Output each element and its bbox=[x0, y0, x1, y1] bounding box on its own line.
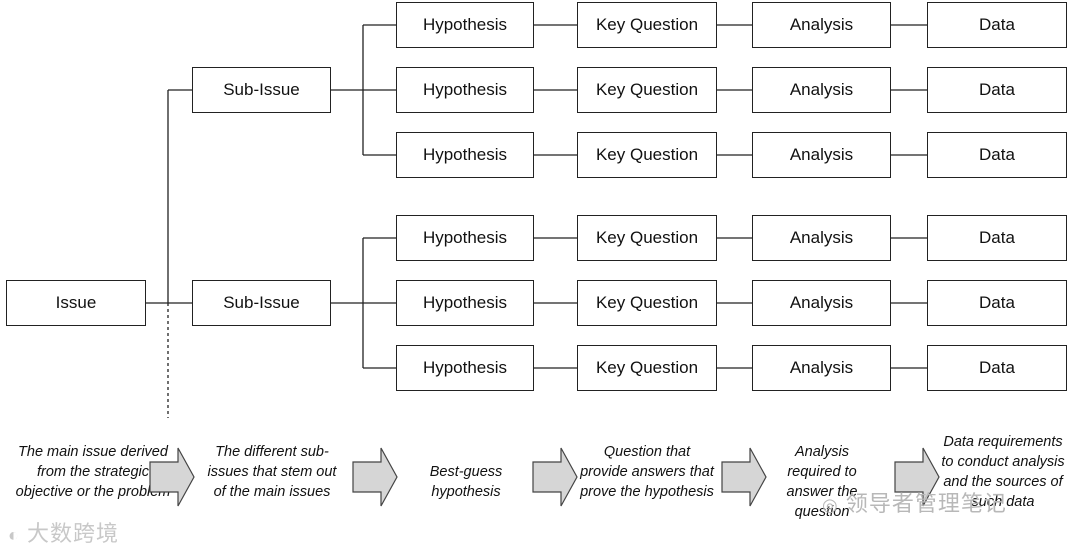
sub-issue-box-1: Sub-Issue bbox=[192, 67, 331, 113]
data-box: Data bbox=[927, 345, 1067, 391]
key-question-label: Key Question bbox=[595, 228, 699, 247]
right-arrow-icon bbox=[532, 447, 578, 507]
hypothesis-box: Hypothesis bbox=[396, 67, 534, 113]
issue-label: Issue bbox=[55, 293, 97, 312]
data-box: Data bbox=[927, 280, 1067, 326]
data-box: Data bbox=[927, 215, 1067, 261]
data-box: Data bbox=[927, 132, 1067, 178]
data-label: Data bbox=[979, 15, 1015, 34]
key-question-box: Key Question bbox=[577, 2, 717, 48]
caption-key-question: Question that provide answers that prove… bbox=[580, 444, 714, 500]
key-question-box: Key Question bbox=[577, 280, 717, 326]
key-question-label: Key Question bbox=[595, 80, 699, 99]
hypothesis-label: Hypothesis bbox=[422, 228, 508, 247]
watermark-logo-icon: ◐ bbox=[8, 525, 20, 545]
analysis-box: Analysis bbox=[752, 345, 891, 391]
key-question-label: Key Question bbox=[595, 293, 699, 312]
analysis-label: Analysis bbox=[789, 293, 854, 312]
key-question-box: Key Question bbox=[577, 345, 717, 391]
right-arrow-icon bbox=[352, 447, 398, 507]
hypothesis-box: Hypothesis bbox=[396, 132, 534, 178]
data-label: Data bbox=[979, 145, 1015, 164]
hypothesis-box: Hypothesis bbox=[396, 345, 534, 391]
wechat-icon: ◎ bbox=[822, 495, 839, 515]
analysis-label: Analysis bbox=[789, 15, 854, 34]
analysis-box: Analysis bbox=[752, 67, 891, 113]
analysis-box: Analysis bbox=[752, 280, 891, 326]
hypothesis-label: Hypothesis bbox=[422, 358, 508, 377]
analysis-label: Analysis bbox=[789, 80, 854, 99]
data-label: Data bbox=[979, 228, 1015, 247]
watermark-right: ◎ 领导者管理笔记 bbox=[822, 486, 1007, 518]
watermark-right-text: 领导者管理笔记 bbox=[845, 491, 1007, 516]
caption-data: Data requirements to conduct analysis an… bbox=[941, 434, 1065, 510]
data-label: Data bbox=[979, 293, 1015, 312]
right-arrow-icon bbox=[894, 447, 940, 507]
right-arrow-icon bbox=[721, 447, 767, 507]
hypothesis-label: Hypothesis bbox=[422, 293, 508, 312]
data-label: Data bbox=[979, 358, 1015, 377]
hypothesis-label: Hypothesis bbox=[422, 80, 508, 99]
key-question-box: Key Question bbox=[577, 132, 717, 178]
data-box: Data bbox=[927, 67, 1067, 113]
hypothesis-box: Hypothesis bbox=[396, 215, 534, 261]
issue-box: Issue bbox=[6, 280, 146, 326]
analysis-label: Analysis bbox=[789, 145, 854, 164]
caption-issue: The main issue derived from the strategi… bbox=[15, 444, 171, 500]
watermark-left-text: 大数跨境 bbox=[27, 521, 120, 546]
hypothesis-label: Hypothesis bbox=[422, 145, 508, 164]
key-question-box: Key Question bbox=[577, 67, 717, 113]
caption-analysis: Analysis required to answer the question bbox=[786, 444, 858, 520]
sub-issue-label: Sub-Issue bbox=[223, 293, 300, 312]
watermark-left: ◐ 大数跨境 bbox=[8, 516, 119, 548]
hypothesis-box: Hypothesis bbox=[396, 280, 534, 326]
key-question-label: Key Question bbox=[595, 145, 699, 164]
analysis-box: Analysis bbox=[752, 132, 891, 178]
right-arrow-icon bbox=[149, 447, 195, 507]
sub-issue-box-2: Sub-Issue bbox=[192, 280, 331, 326]
sub-issue-label: Sub-Issue bbox=[223, 80, 300, 99]
key-question-label: Key Question bbox=[595, 358, 699, 377]
data-label: Data bbox=[979, 80, 1015, 99]
analysis-box: Analysis bbox=[752, 2, 891, 48]
key-question-label: Key Question bbox=[595, 15, 699, 34]
analysis-label: Analysis bbox=[789, 358, 854, 377]
analysis-box: Analysis bbox=[752, 215, 891, 261]
caption-hypothesis: Best-guess hypothesis bbox=[429, 464, 503, 500]
analysis-label: Analysis bbox=[789, 228, 854, 247]
hypothesis-box: Hypothesis bbox=[396, 2, 534, 48]
key-question-box: Key Question bbox=[577, 215, 717, 261]
data-box: Data bbox=[927, 2, 1067, 48]
hypothesis-label: Hypothesis bbox=[422, 15, 508, 34]
caption-sub-issue: The different sub-issues that stem out o… bbox=[207, 444, 337, 500]
